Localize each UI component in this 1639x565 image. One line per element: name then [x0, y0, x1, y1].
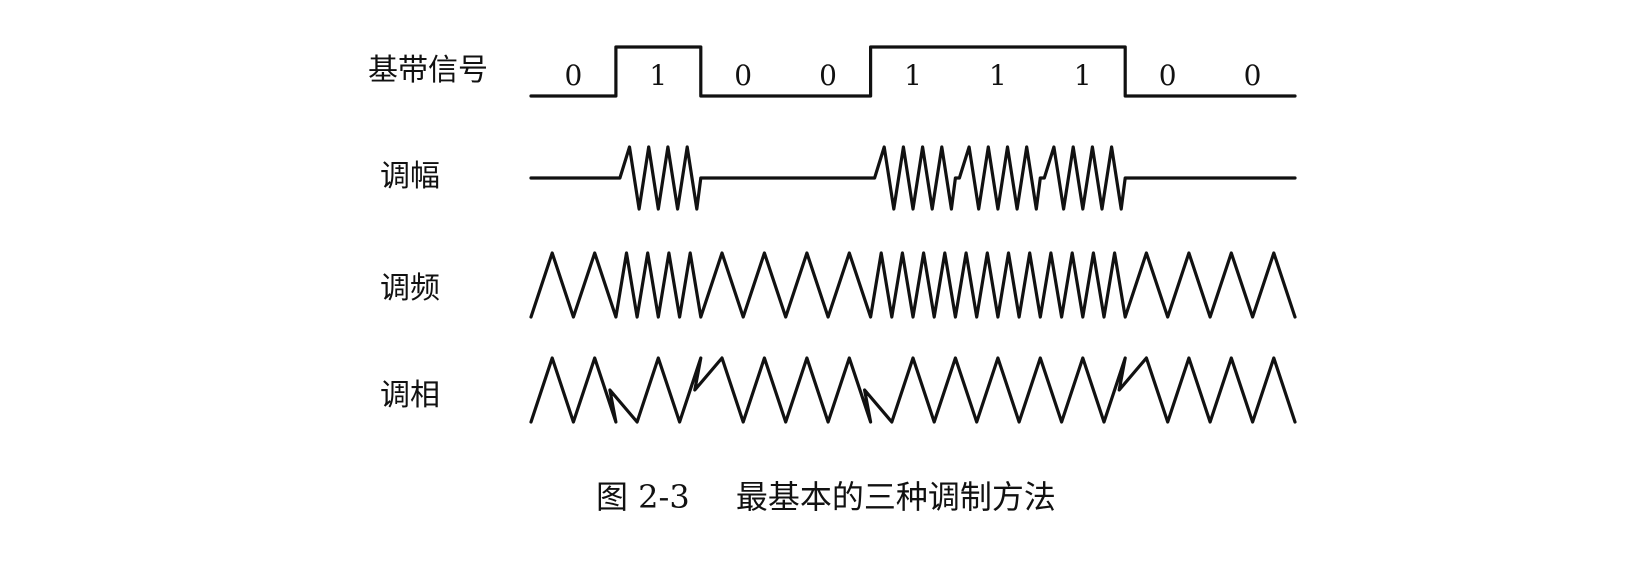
- label-am: 调幅: [380, 159, 440, 194]
- bit-label: 1: [1074, 59, 1092, 92]
- fm-waveform: [529, 251, 1297, 319]
- baseband-signal: 0 1 0 0 1 1 1 0 0: [529, 45, 1297, 98]
- bit-label: 0: [734, 59, 752, 92]
- pm-waveform: [529, 356, 1297, 424]
- bit-label: 1: [989, 59, 1007, 92]
- figure-title: 最基本的三种调制方法: [736, 478, 1056, 516]
- bit-labels: 0 1 0 0 1 1 1 0 0: [564, 59, 1261, 92]
- bit-label: 1: [649, 59, 667, 92]
- label-pm: 调相: [380, 378, 440, 413]
- bit-label: 1: [904, 59, 922, 92]
- figure-number: 图 2-3: [596, 478, 690, 516]
- bit-label: 0: [819, 59, 837, 92]
- bit-label: 0: [1159, 59, 1177, 92]
- am-waveform: [529, 145, 1297, 211]
- bit-label: 0: [1244, 59, 1262, 92]
- bit-label: 0: [564, 59, 582, 92]
- baseband-waveform: [529, 45, 1297, 98]
- label-fm: 调频: [380, 271, 440, 306]
- figure-caption: 图 2-3 最基本的三种调制方法: [596, 478, 1056, 516]
- label-baseband: 基带信号: [368, 53, 488, 88]
